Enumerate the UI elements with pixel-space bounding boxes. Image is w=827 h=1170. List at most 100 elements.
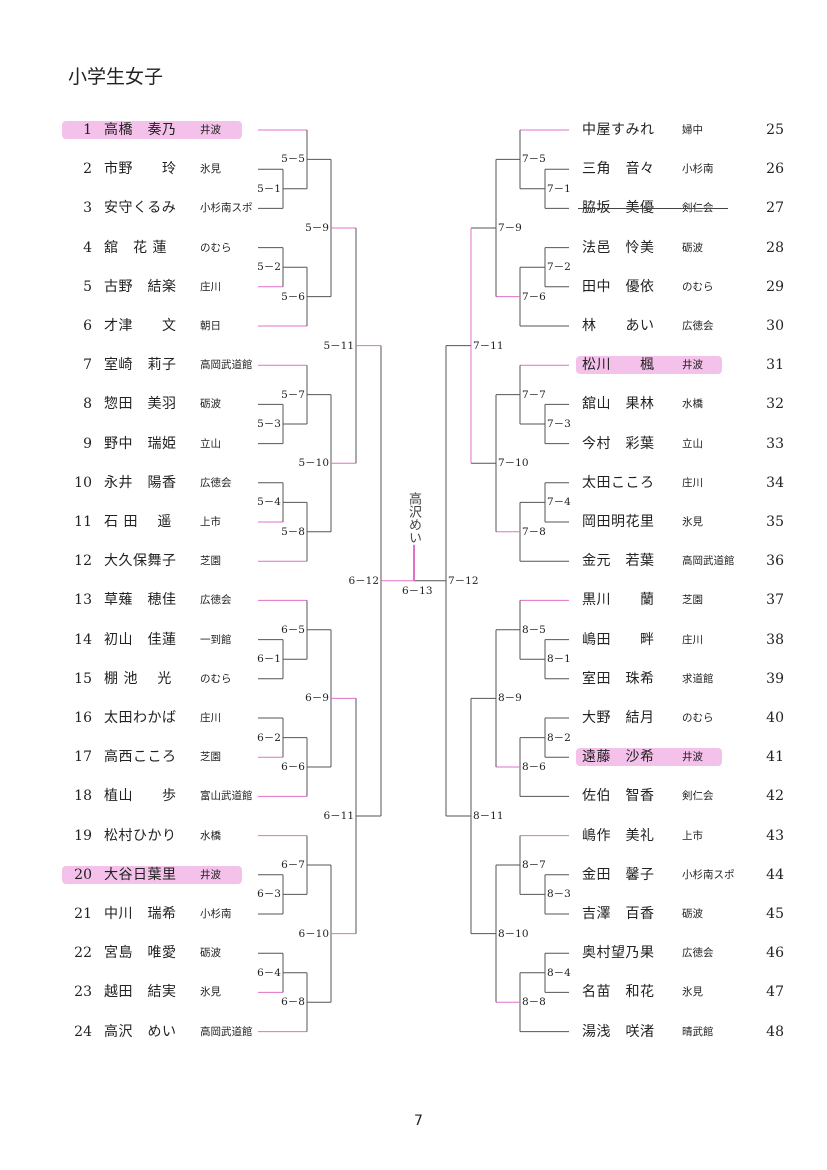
player-club: 立山 <box>682 437 703 450</box>
player-club: 井波 <box>682 751 703 764</box>
player-number: 15 <box>74 670 92 687</box>
player-number: 11 <box>74 514 92 530</box>
player-number: 38 <box>766 631 784 648</box>
player-club: 小杉南 <box>682 163 714 176</box>
player-name: 名苗 和花 <box>582 984 655 1001</box>
player-entry: 46 奥村望乃果 広徳会 <box>582 942 802 964</box>
player-number: 9 <box>83 435 92 452</box>
player-number: 7 <box>83 357 92 374</box>
player-club: 小杉南スポ <box>682 868 735 881</box>
player-name: 湯浅 咲渚 <box>582 1023 655 1040</box>
player-name: 林 あい <box>582 318 655 334</box>
player-club: 氷見 <box>682 986 703 999</box>
player-club: 氷見 <box>200 163 221 176</box>
player-club: 高岡武道館 <box>200 1025 253 1038</box>
player-club: 広徳会 <box>682 947 714 960</box>
match-label: 7－12 <box>448 574 479 587</box>
match-label: 5－2 <box>257 261 281 274</box>
highlight-marker <box>576 356 722 375</box>
player-name: 嶋作 美礼 <box>582 827 655 844</box>
player-club: 芝園 <box>682 594 703 607</box>
player-number: 37 <box>766 592 784 609</box>
player-club: 庄川 <box>200 280 221 293</box>
player-entry: 47 名苗 和花 氷見 <box>582 981 802 1003</box>
player-number: 10 <box>74 474 92 491</box>
player-name: 室崎 莉子 <box>104 357 177 374</box>
player-number: 3 <box>83 200 92 217</box>
player-number: 40 <box>766 710 784 726</box>
player-club: 井波 <box>200 868 221 881</box>
strikethrough-line <box>578 208 728 210</box>
player-name: 奥村望乃果 <box>582 945 655 962</box>
player-name: 才津 文 <box>104 318 177 334</box>
match-label: 8－10 <box>498 927 529 940</box>
player-name: 舘 花 蓮 <box>104 239 167 256</box>
player-name: 黒川 蘭 <box>582 592 655 609</box>
match-label: 6－5 <box>281 623 305 636</box>
player-number: 36 <box>766 553 784 570</box>
match-label: 6－8 <box>281 996 305 1009</box>
player-number: 6 <box>83 318 92 334</box>
player-number: 32 <box>766 396 784 413</box>
player-name: 古野 結楽 <box>104 278 177 295</box>
page-title: 小学生女子 <box>68 66 164 88</box>
match-label: 6－2 <box>257 731 281 744</box>
match-label: 6－6 <box>281 761 305 773</box>
match-label: 5－1 <box>257 182 281 195</box>
player-name: 野中 瑞姫 <box>104 435 177 452</box>
match-label: 6－4 <box>257 966 281 979</box>
player-club: 広徳会 <box>200 594 232 607</box>
player-name: 遠藤 沙希 <box>582 749 655 766</box>
player-name: 松村ひかり <box>104 827 177 844</box>
player-number: 31 <box>766 357 784 374</box>
match-label: 8－6 <box>522 761 546 773</box>
player-club: 朝日 <box>200 320 221 332</box>
player-club: 芝園 <box>200 751 221 764</box>
player-club: 井波 <box>200 124 221 136</box>
match-label: 8－3 <box>547 888 571 901</box>
player-name: 石 田 遥 <box>104 514 172 530</box>
player-name: 大野 結月 <box>582 710 655 726</box>
player-number: 45 <box>766 906 784 922</box>
match-label: 8－4 <box>547 966 571 979</box>
player-name: 草薙 穂佳 <box>104 592 177 609</box>
match-label: 6－10 <box>298 927 329 940</box>
player-name: 大谷日葉里 <box>104 866 177 883</box>
player-name: 今村 彩葉 <box>582 435 655 452</box>
player-name: 中川 瑞希 <box>104 906 177 922</box>
player-name: 惣田 美羽 <box>104 396 177 413</box>
player-entry: 37 黒川 蘭 芝園 <box>582 589 802 611</box>
match-label: 8－7 <box>522 859 546 871</box>
player-club: 水橋 <box>200 829 221 842</box>
player-club: 砺波 <box>200 398 221 411</box>
player-name: 三角 音々 <box>582 161 655 178</box>
player-name: 田中 優依 <box>582 278 655 295</box>
player-club: 氷見 <box>200 986 221 999</box>
player-club: 井波 <box>682 359 703 372</box>
player-number: 43 <box>766 827 784 844</box>
player-number: 47 <box>766 984 784 1001</box>
player-name: 高西こころ <box>104 749 177 766</box>
match-label: 7－9 <box>498 222 522 234</box>
player-number: 29 <box>766 278 784 295</box>
player-name: 金元 若葉 <box>582 553 655 570</box>
player-number: 46 <box>766 945 784 962</box>
match-label: 6－3 <box>257 888 281 901</box>
player-number: 39 <box>766 670 784 687</box>
player-number: 34 <box>766 474 784 491</box>
